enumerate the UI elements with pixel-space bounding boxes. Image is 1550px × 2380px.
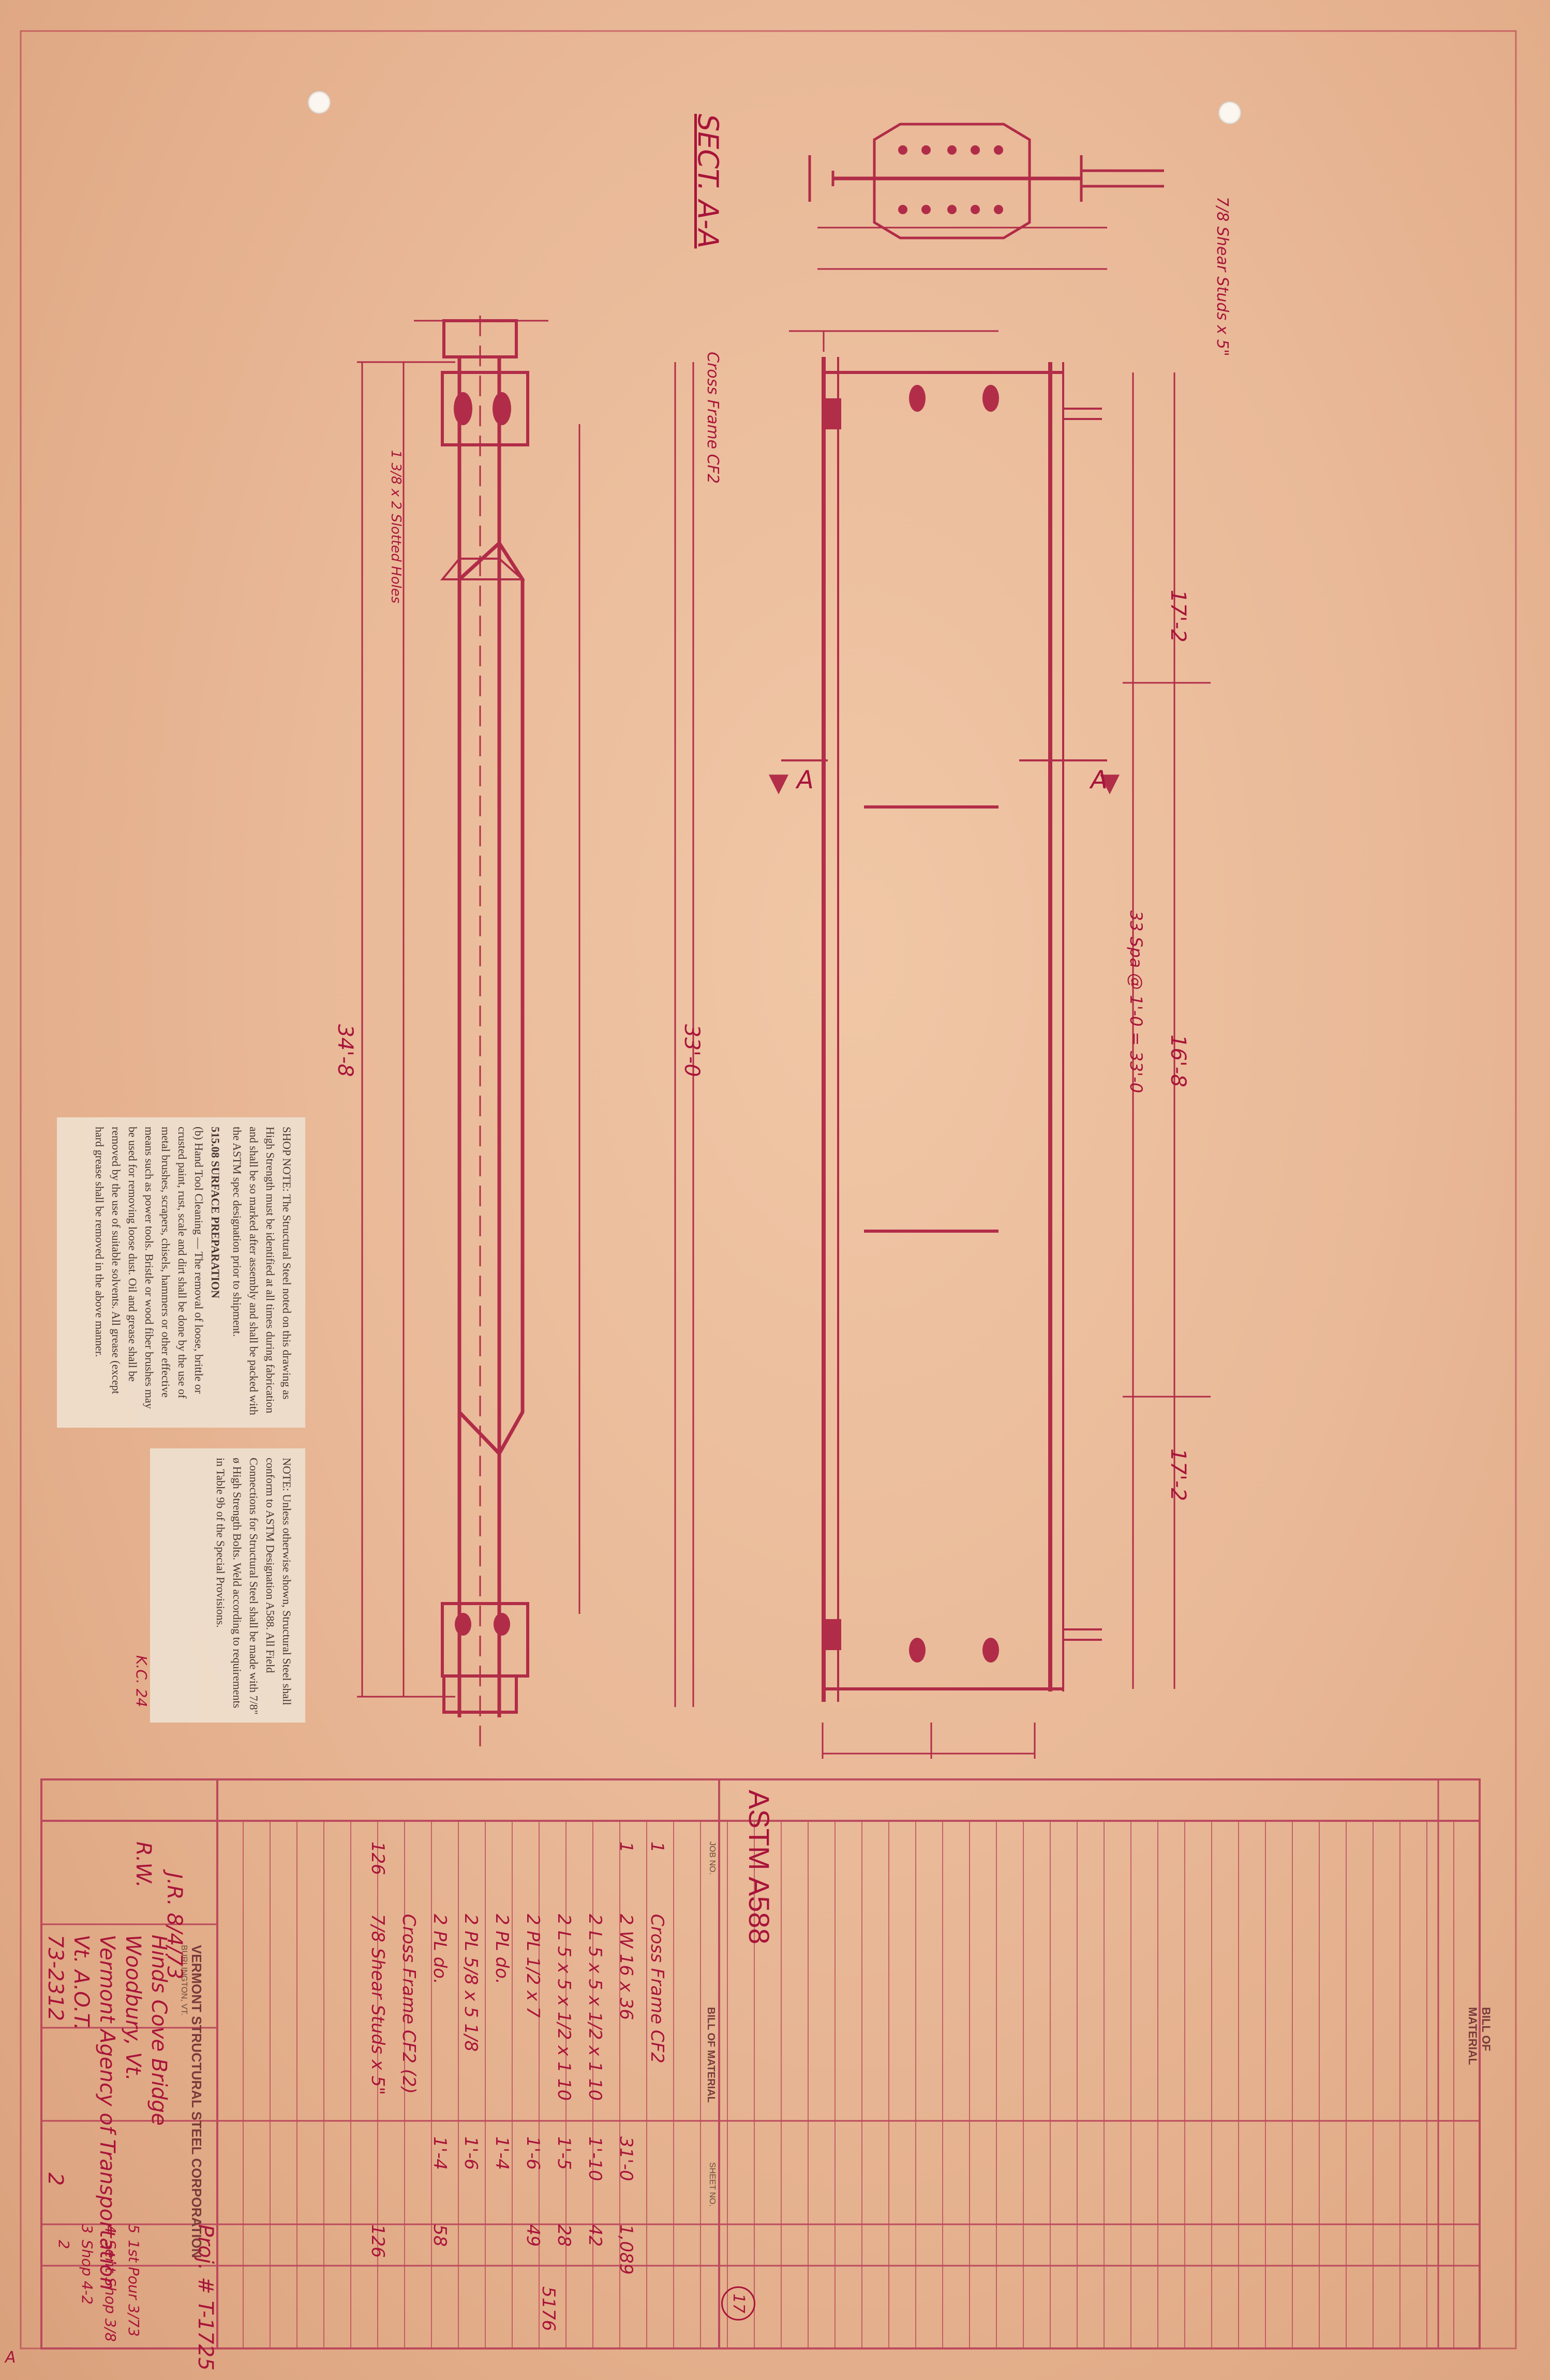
- bom-cell-desc: 2 PL do.: [429, 1914, 450, 1984]
- revision-3: Shop 4-2: [79, 2240, 96, 2305]
- shop-note: SHOP NOTE: The Structural Steel noted on…: [231, 1127, 293, 1415]
- shop-note-panel: SHOP NOTE: The Structural Steel noted on…: [57, 1117, 305, 1428]
- revision-no-4: 2: [55, 2240, 72, 2249]
- architect: Vt. A.O.T.: [69, 1935, 93, 2030]
- project-number: Proj. # T-1725: [193, 2224, 217, 2371]
- field-note: NOTE: Unless otherwise shown, Structural…: [214, 1458, 293, 1715]
- revision-1: 1st Pour 3/73: [125, 2240, 142, 2337]
- material-spec: ASTM A588: [743, 1790, 776, 1944]
- customer: Vermont Agency of Transportation: [95, 1935, 119, 2291]
- bom-cell-weight: 1,089: [616, 2224, 636, 2275]
- job-no-label: JOB NO.: [708, 1842, 717, 1875]
- dim-right: 17'-2: [1166, 1448, 1190, 1501]
- bom-cell-length: 1'-10: [585, 2136, 605, 2181]
- cross-frame-label: Cross Frame CF2: [704, 352, 722, 484]
- sheet-no-label: SHEET NO.: [708, 2162, 717, 2207]
- surface-prep-title: 515.08 SURFACE PREPARATION: [209, 1127, 222, 1298]
- sheet-number: 2: [43, 2173, 67, 2186]
- revision-no-1: 5: [125, 2224, 142, 2234]
- title-block-grid: [40, 1778, 1481, 2349]
- bom-cell-desc: 2 PL do.: [491, 1914, 512, 1984]
- revision-2: Sent Shop 3/8: [102, 2240, 119, 2342]
- bom-cell-desc: 2 L 5 x 5 x 1/2 x 1 10: [585, 1914, 605, 2101]
- bom-cell-qty: 1: [647, 1842, 667, 1853]
- dim-center: 16'-8: [1166, 1035, 1190, 1087]
- bom-cell-weight: 126: [367, 2224, 388, 2258]
- bom-cell-weight: 49: [523, 2224, 543, 2247]
- drawn-by: J.R. 8/4/73: [162, 1873, 186, 1980]
- field-note-panel: NOTE: Unless otherwise shown, Structural…: [150, 1448, 305, 1723]
- left-dimensions: [357, 320, 580, 1698]
- surface-prep-body: (b) Hand Tool Cleaning — The removal of …: [93, 1127, 205, 1409]
- bom-cell-length: 1'-4: [491, 2136, 512, 2170]
- bom-cell-desc: 7/8 Shear Studs x 5": [367, 1914, 388, 2095]
- bom-total: 5176: [538, 2286, 559, 2331]
- dim-overall: 34'-8: [333, 1024, 357, 1077]
- bom-cell-qty: 1: [616, 1842, 636, 1853]
- bom-cell-desc: 2 PL 1/2 x 7: [523, 1914, 543, 2018]
- bom-cell-length: 1'-5: [554, 2136, 574, 2170]
- company-city: BURLINGTON, VT.: [180, 1945, 188, 2016]
- job-number: 73-2312: [43, 1935, 67, 2022]
- dim-span: 33'-0: [680, 1024, 704, 1077]
- bom-cell-desc: Cross Frame CF2 (2): [398, 1914, 419, 2094]
- bom-heading-right: BILL OF MATERIAL: [1466, 2007, 1493, 2065]
- bom-cell-weight: 42: [585, 2224, 605, 2247]
- punch-hole: [1218, 101, 1241, 124]
- crossframe-plan-view: [440, 316, 529, 1754]
- bom-cell-length: 1'-6: [523, 2136, 543, 2170]
- bom-cell-weight: 28: [554, 2224, 574, 2247]
- bom-heading: BILL OF MATERIAL: [705, 2007, 717, 2103]
- stud-note: 7/8 Shear Studs x 5": [1213, 197, 1231, 356]
- section-mark-right: A: [1091, 766, 1108, 795]
- bom-cell-desc: 2 L 5 x 5 x 1/2 x 1 10: [554, 1914, 574, 2101]
- section-label: SECT. A-A: [692, 114, 724, 249]
- bom-cell-length: 1'-6: [460, 2136, 481, 2170]
- slotted-holes-note: 1 3/8 x 2 Slotted Holes: [388, 450, 404, 604]
- bolt-holes-left: [454, 392, 511, 1636]
- revision-no-3: 3: [79, 2224, 96, 2234]
- bom-cell-length: 1'-4: [429, 2136, 450, 2170]
- bom-cell-weight: 58: [429, 2224, 450, 2247]
- sheet-circle: 17: [721, 2286, 755, 2321]
- dim-left: 17'-2: [1166, 590, 1190, 642]
- punch-hole: [308, 91, 331, 114]
- bolts-section: [898, 145, 1003, 214]
- bom-cell-qty: 126: [367, 1842, 388, 1875]
- section-aa-detail: [808, 123, 1164, 270]
- stud-spacing: 33 Spa @ 1'-0 = 33'-0: [1126, 910, 1146, 1094]
- checked-by: R.W.: [131, 1842, 155, 1888]
- bolt-holes-elevation: [824, 385, 999, 1663]
- girder-elevation-view: [674, 330, 1211, 1759]
- stamp-mark: K.C. 24: [133, 1655, 150, 1708]
- location: Woodbury, Vt.: [121, 1935, 145, 2081]
- margin-mark: A: [5, 2348, 16, 2367]
- bom-cell-length: 31'-0: [616, 2136, 636, 2181]
- bom-cell-desc: Cross Frame CF2: [647, 1914, 667, 2063]
- bom-cell-desc: 2 W 16 x 36: [616, 1914, 636, 2020]
- revision-no-2: 4: [102, 2224, 119, 2234]
- bom-cell-desc: 2 PL 5/8 x 5 1/8: [460, 1914, 481, 2052]
- section-mark-left: A: [797, 766, 814, 795]
